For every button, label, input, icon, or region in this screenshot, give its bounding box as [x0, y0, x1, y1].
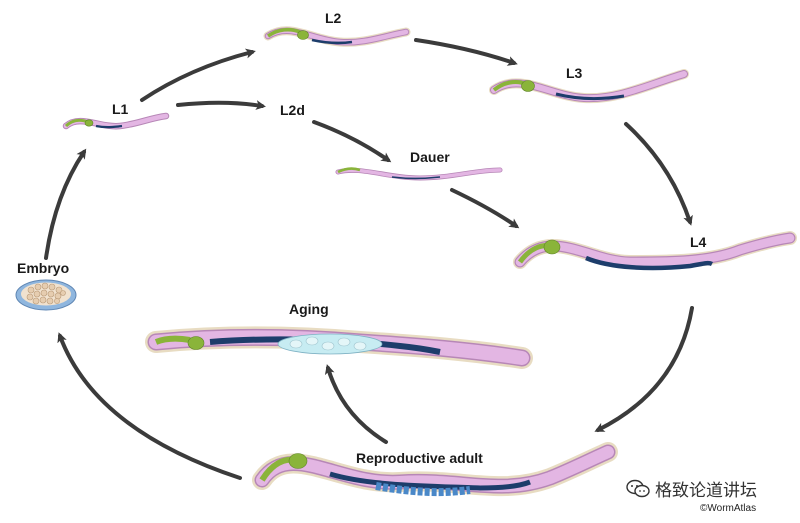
label-l4: L4	[690, 234, 707, 250]
wechat-icon	[626, 479, 650, 498]
cycle-arrows	[44, 38, 694, 480]
credit-text: ©WormAtlas	[700, 503, 757, 514]
label-l2d: L2d	[280, 102, 305, 118]
worm-dauer	[335, 167, 503, 181]
embryo-egg	[15, 279, 77, 311]
arrow-l1-to-l2d	[176, 100, 266, 110]
label-dauer: Dauer	[410, 149, 450, 165]
worm-l1	[62, 112, 170, 130]
watermark-text: 格致论道讲坛	[655, 481, 757, 501]
arrow-adult-to-aging	[324, 364, 388, 444]
worm-aging	[145, 326, 533, 369]
arrow-dauer-to-l4	[450, 188, 520, 229]
worm-reproductive-adult	[252, 442, 618, 497]
arrow-l1-to-l2	[140, 48, 256, 102]
arrow-l2-to-l3	[414, 38, 518, 66]
label-aging: Aging	[289, 301, 329, 317]
label-l1: L1	[112, 101, 129, 117]
label-embryo: Embryo	[17, 260, 69, 276]
worm-l2	[263, 26, 411, 47]
label-reproductive-adult: Reproductive adult	[356, 450, 483, 466]
label-l3: L3	[566, 65, 583, 81]
arrow-adult-to-embryo	[57, 332, 242, 480]
worm-l4	[513, 231, 797, 271]
arrow-l2d-to-dauer	[312, 120, 392, 163]
worm-l3	[489, 69, 689, 104]
arrow-embryo-to-l1	[44, 148, 87, 260]
arrow-l3-to-l4	[624, 122, 693, 226]
label-l2: L2	[325, 10, 342, 26]
arrow-l4-to-adult	[594, 306, 694, 432]
